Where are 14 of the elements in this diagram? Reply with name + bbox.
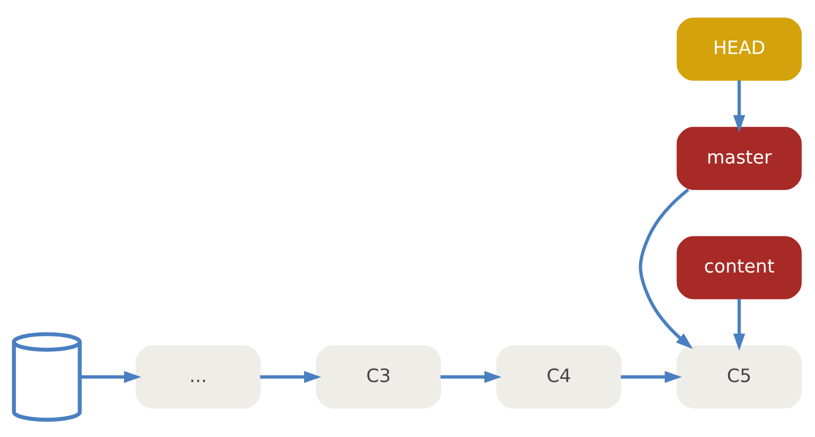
node-box: C5	[676, 344, 802, 408]
arrow	[733, 80, 746, 132]
arrow	[80, 370, 142, 382]
node-box: ...	[136, 344, 261, 408]
node-box: C3	[316, 344, 442, 408]
arrow	[620, 370, 682, 382]
node-box: content	[676, 236, 802, 299]
node-box: C4	[496, 344, 622, 408]
node-box: HEAD	[676, 17, 802, 80]
arrow	[260, 370, 322, 382]
node-box: master	[676, 126, 802, 190]
arrow	[440, 370, 502, 382]
arrow	[638, 188, 693, 349]
arrow	[733, 298, 746, 350]
